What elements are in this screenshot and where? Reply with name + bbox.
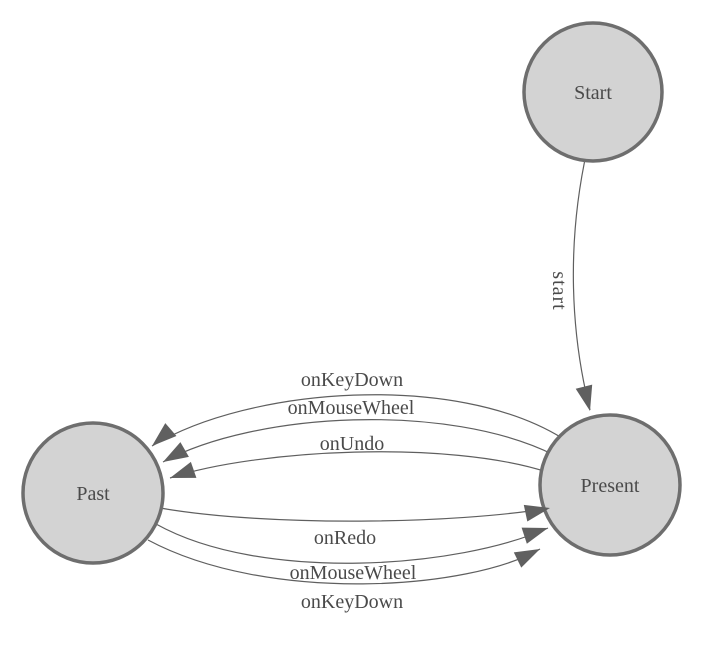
transition-present-to-past-onmousewheel[interactable] bbox=[162, 419, 555, 463]
arrowhead-present-to-past-onundo bbox=[170, 461, 197, 478]
state-label-present: Present bbox=[581, 475, 640, 497]
arrowhead-start-to-present bbox=[575, 384, 593, 411]
state-node-start[interactable]: Start bbox=[522, 21, 664, 163]
state-circle-past[interactable] bbox=[21, 421, 165, 565]
transition-past-to-present-onkeydown[interactable] bbox=[147, 539, 541, 585]
transition-present-to-past-onkeydown[interactable] bbox=[151, 394, 563, 447]
transition-start-to-present[interactable] bbox=[572, 149, 591, 411]
edge-label-onkeydown-bottom: onKeyDown bbox=[301, 591, 403, 613]
edge-label-onundo: onUndo bbox=[320, 433, 384, 455]
transition-past-to-present-onmousewheel[interactable] bbox=[155, 523, 549, 564]
arrowhead-past-to-present-onkeydown bbox=[513, 549, 540, 568]
state-node-past[interactable]: Past bbox=[21, 421, 165, 565]
state-label-start: Start bbox=[574, 82, 612, 104]
edge-label-onmousewheel-bottom: onMouseWheel bbox=[290, 562, 417, 584]
state-node-present[interactable]: Present bbox=[538, 413, 682, 557]
edge-label-onkeydown-top: onKeyDown bbox=[301, 369, 403, 391]
transition-present-to-past-onundo[interactable] bbox=[169, 451, 548, 479]
edge-label-start: start bbox=[548, 271, 570, 310]
arrowhead-present-to-past-onmousewheel bbox=[163, 442, 189, 462]
edge-label-onmousewheel-top: onMouseWheel bbox=[288, 397, 415, 419]
arrowhead-past-to-present-onredo bbox=[523, 504, 550, 522]
state-circle-present[interactable] bbox=[538, 413, 682, 557]
state-circle-start[interactable] bbox=[522, 21, 664, 163]
arrowhead-past-to-present-onmousewheel bbox=[521, 527, 548, 544]
transition-past-to-present-onredo[interactable] bbox=[159, 507, 551, 522]
edge-label-onredo: onRedo bbox=[314, 527, 376, 549]
arrowhead-present-to-past-onkeydown bbox=[152, 423, 177, 446]
state-label-past: Past bbox=[76, 483, 110, 505]
